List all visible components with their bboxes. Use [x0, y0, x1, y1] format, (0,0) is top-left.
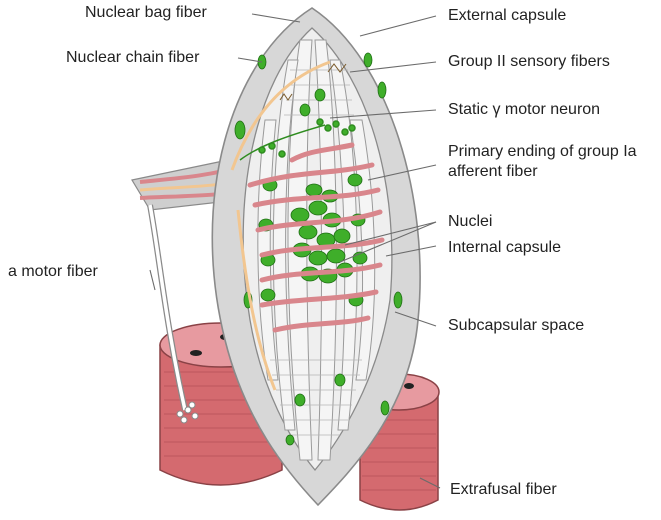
alpha-motor-fiber — [147, 204, 199, 424]
neuromuscular-junction — [176, 401, 199, 424]
group-ii-sensory-fiber — [230, 60, 331, 391]
label-primary-ending: Primary ending of group Ia afferent fibe… — [448, 143, 637, 180]
primary-ia-afferent-ending — [247, 142, 385, 333]
label-extrafusal-fiber: Extrafusal fiber — [450, 481, 557, 498]
label-external-capsule: External capsule — [448, 7, 567, 24]
label-nuclei: Nuclei — [448, 213, 493, 230]
fiber-striations — [270, 69, 362, 436]
label-nuclear-bag-fiber: Nuclear bag fiber — [85, 4, 207, 21]
label-subcapsular-space: Subcapsular space — [448, 317, 585, 334]
group-ii-terminal — [279, 63, 347, 101]
label-static-gamma-motor-neuron: Static γ motor neuron — [448, 101, 601, 118]
label-alpha-motor-fiber: a motor fiber — [8, 263, 98, 280]
gamma-motor-endings — [239, 118, 356, 161]
leader-lines — [149, 13, 441, 489]
label-group-ii-sensory-fibers: Group II sensory fibers — [448, 53, 610, 70]
nerve-bundle — [131, 159, 251, 211]
label-nuclear-chain-fiber: Nuclear chain fiber — [66, 49, 200, 66]
label-internal-capsule: Internal capsule — [448, 239, 561, 256]
